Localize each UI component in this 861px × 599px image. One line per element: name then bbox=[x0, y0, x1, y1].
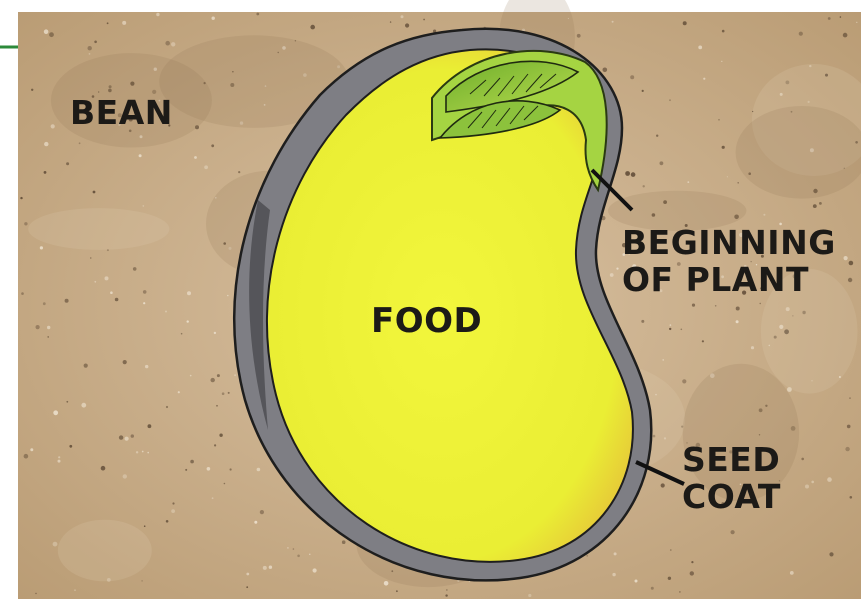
seed-coat-label: SEED COAT bbox=[682, 441, 781, 515]
bean-label: BEAN bbox=[70, 96, 173, 129]
beginning-of-plant-label: BEGINNING OF PLANT bbox=[622, 224, 836, 298]
food-label: FOOD bbox=[371, 304, 482, 338]
beginning-of-plant-line-2: OF PLANT bbox=[622, 261, 836, 298]
seed-coat-line-2: COAT bbox=[682, 478, 781, 515]
beginning-of-plant-line-1: BEGINNING bbox=[622, 224, 836, 261]
seed-coat-line-1: SEED bbox=[682, 441, 781, 478]
